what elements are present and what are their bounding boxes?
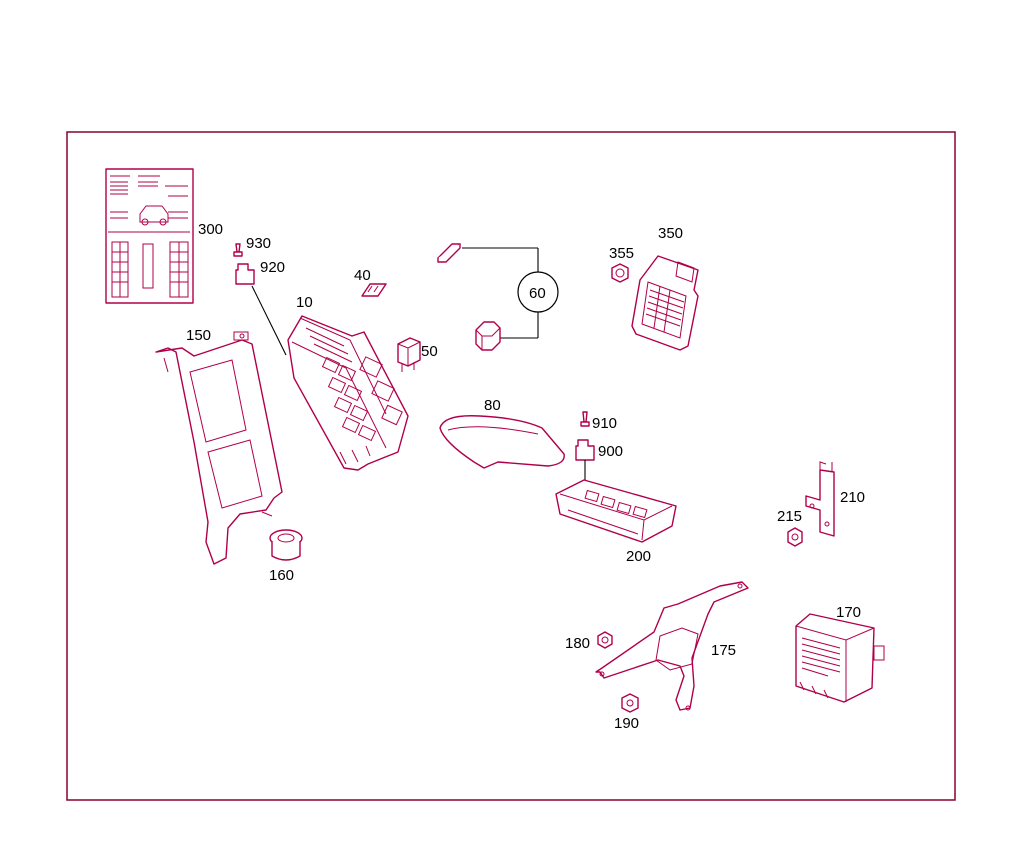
part-170-module[interactable]: 170 — [795, 604, 885, 703]
part-350-control-unit[interactable]: 350 — [631, 225, 699, 351]
part-40-clip[interactable]: 40 — [354, 267, 387, 297]
part-210-bracket[interactable]: 210 — [805, 461, 865, 537]
part-160-grommet[interactable]: 160 — [269, 529, 303, 584]
part-910-plug[interactable]: 910 — [580, 411, 617, 432]
callout-160: 160 — [269, 567, 294, 584]
callout-50: 50 — [421, 343, 438, 360]
part-215-nut[interactable]: 215 — [777, 508, 803, 547]
callout-900: 900 — [598, 443, 623, 460]
diagram-frame — [66, 131, 956, 801]
part-900-cover[interactable]: 900 — [575, 439, 623, 486]
callout-930: 930 — [246, 235, 271, 252]
part-50-relay[interactable]: 50 — [397, 337, 438, 372]
callout-80: 80 — [484, 397, 501, 414]
part-60-connectors[interactable]: 60 — [437, 243, 559, 351]
callout-920: 920 — [260, 259, 285, 276]
callout-210: 210 — [840, 489, 865, 506]
callout-170: 170 — [836, 604, 861, 621]
part-180-nut[interactable]: 180 — [565, 631, 613, 652]
callout-180: 180 — [565, 635, 590, 652]
callout-150: 150 — [186, 327, 211, 344]
callout-910: 910 — [592, 415, 617, 432]
part-175-support[interactable]: 175 — [595, 581, 749, 711]
part-10-fuse-box[interactable]: 10 — [287, 294, 409, 471]
callout-215: 215 — [777, 508, 802, 525]
part-80-pad[interactable]: 80 — [439, 397, 565, 469]
part-930-plug[interactable]: 930 — [233, 235, 271, 257]
callout-355: 355 — [609, 245, 634, 262]
part-150-bracket[interactable]: 150 — [155, 327, 283, 565]
part-355-nut[interactable]: 355 — [609, 245, 634, 283]
callout-200: 200 — [626, 548, 651, 565]
callout-60: 60 — [529, 285, 546, 302]
callout-350: 350 — [658, 225, 683, 242]
part-920-cover[interactable]: 920 — [235, 259, 287, 356]
callout-300: 300 — [198, 221, 223, 238]
part-300-fuse-label[interactable]: 300 — [105, 168, 223, 304]
callout-175: 175 — [711, 642, 736, 659]
callout-40: 40 — [354, 267, 371, 284]
callout-10: 10 — [296, 294, 313, 311]
part-190-nut[interactable]: 190 — [614, 693, 639, 732]
part-200-module[interactable]: 200 — [555, 479, 677, 565]
callout-190: 190 — [614, 715, 639, 732]
